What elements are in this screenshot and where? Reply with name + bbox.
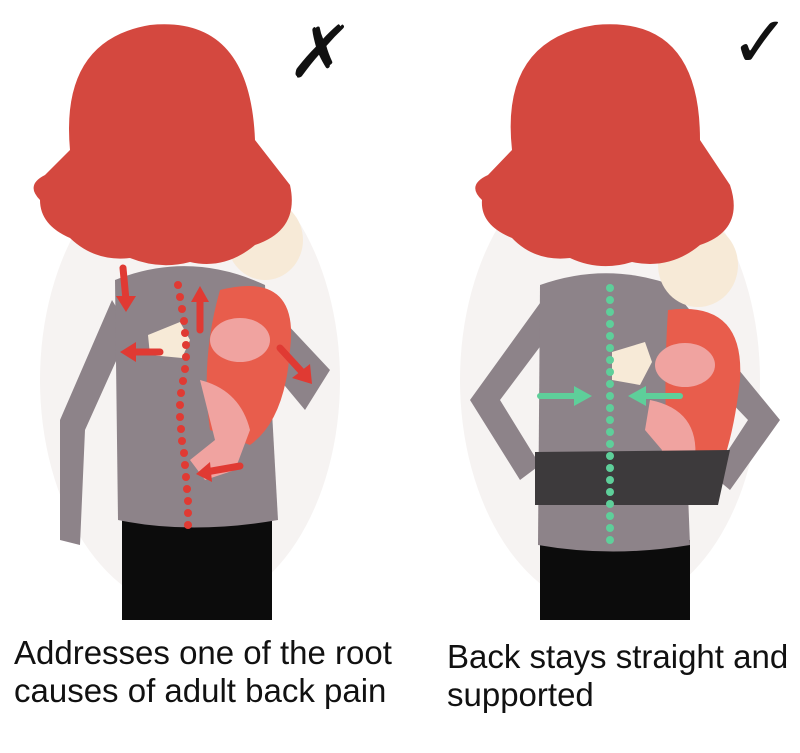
correct-posture-panel: ✓ bbox=[400, 0, 800, 620]
left-arm bbox=[470, 292, 560, 480]
left-caption: Addresses one of the root causes of adul… bbox=[14, 634, 392, 709]
cross-mark-icon: ✗ bbox=[284, 10, 357, 94]
support-belt bbox=[535, 450, 730, 505]
hair bbox=[33, 24, 292, 266]
baby-leg bbox=[190, 380, 250, 480]
incorrect-posture-illustration bbox=[33, 24, 340, 620]
straight-spine bbox=[606, 284, 614, 544]
check-mark-icon: ✓ bbox=[730, 0, 791, 84]
right-caption: Back stays straight and supported bbox=[447, 638, 789, 713]
strain-arrows bbox=[116, 264, 312, 482]
baby-arm bbox=[655, 343, 715, 387]
support-arrows bbox=[537, 386, 683, 406]
baby-arm bbox=[210, 318, 270, 362]
correct-posture-illustration bbox=[460, 24, 780, 620]
left-arm bbox=[60, 300, 130, 545]
adult-hand bbox=[612, 342, 652, 385]
pants bbox=[540, 540, 690, 620]
pants bbox=[122, 515, 272, 620]
hair bbox=[475, 24, 734, 267]
incorrect-posture-panel: ✗ bbox=[0, 0, 400, 620]
curved-spine bbox=[174, 281, 192, 529]
